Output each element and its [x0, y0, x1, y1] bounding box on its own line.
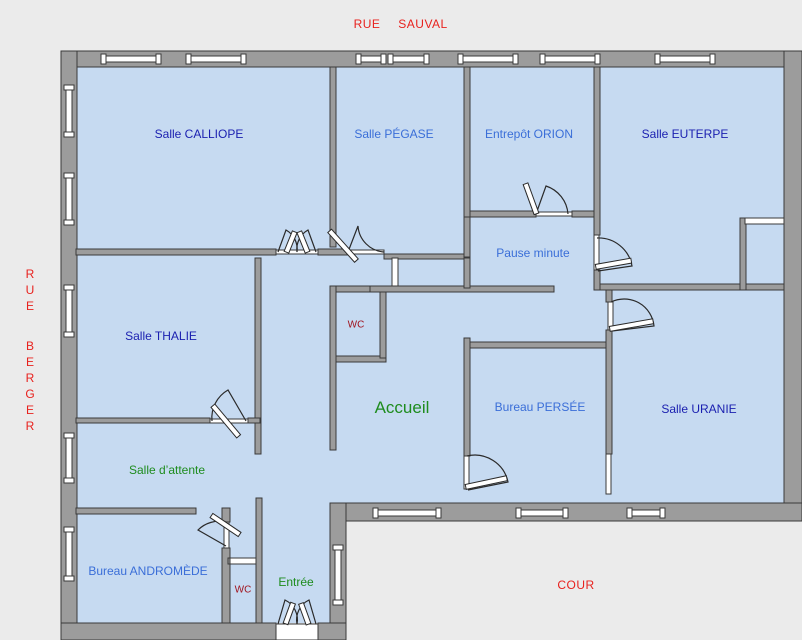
door-leaves — [209, 182, 655, 626]
windows-bottom — [332, 507, 666, 606]
windows-left — [63, 84, 75, 582]
windows-top — [100, 53, 716, 65]
floor-area — [76, 67, 784, 623]
